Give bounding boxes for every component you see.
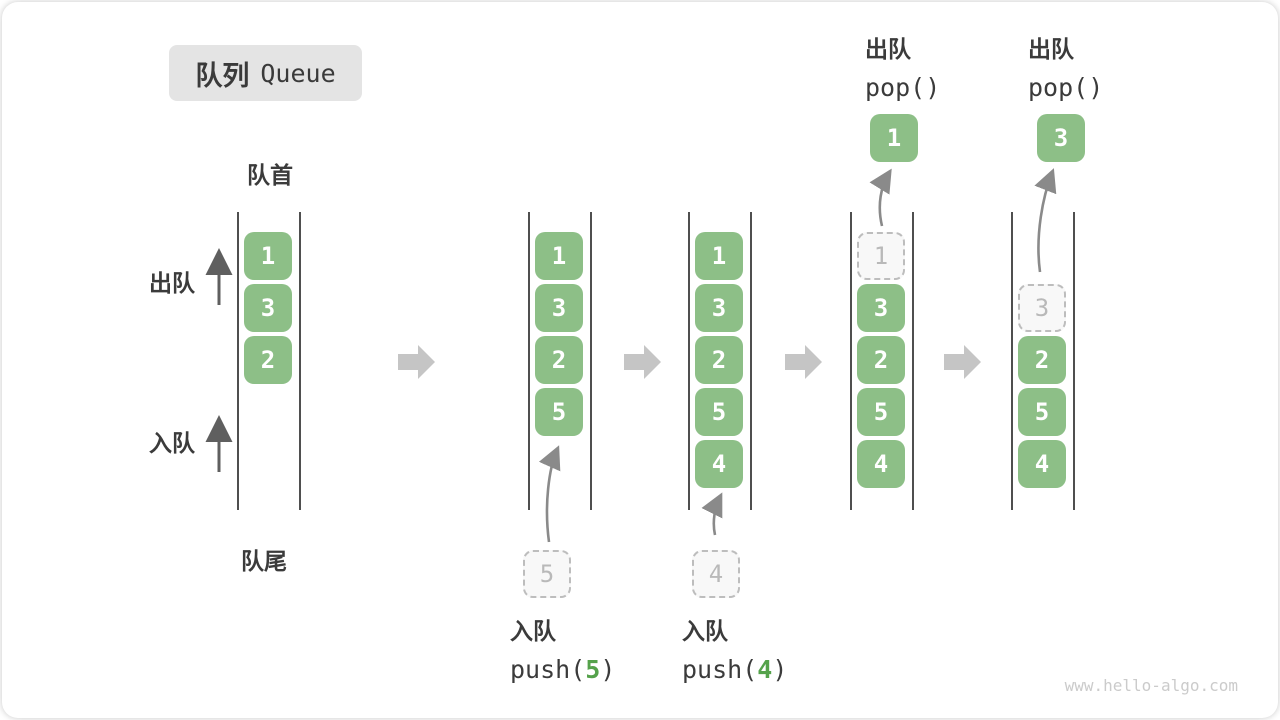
code-fn: push(	[510, 655, 586, 684]
enqueue-code: push(5)	[510, 655, 615, 684]
code-arg: 4	[757, 655, 773, 684]
title-badge: 队列 Queue	[169, 45, 362, 101]
dequeue-code: pop()	[865, 73, 941, 102]
watermark: www.hello-algo.com	[1064, 676, 1238, 695]
queue-wall	[590, 212, 592, 510]
staging-item: 5	[523, 550, 571, 598]
queue-wall	[237, 212, 239, 510]
staging-item: 4	[692, 550, 740, 598]
queue-wall	[750, 212, 752, 510]
queue-item: 5	[695, 388, 743, 436]
queue-item: 2	[1018, 336, 1066, 384]
dequeue-side-label: 出队	[149, 270, 195, 296]
enqueue-code: push(4)	[682, 655, 787, 684]
dequeue-label-zh: 出队	[865, 36, 911, 62]
queue-item: 2	[535, 336, 583, 384]
enqueue-label-zh: 入队	[682, 618, 728, 644]
queue-item: 4	[1018, 440, 1066, 488]
popped-item: 1	[870, 114, 918, 162]
queue-item: 2	[695, 336, 743, 384]
dequeue-operation-label: 出队 pop()	[865, 30, 940, 102]
title-zh: 队列	[195, 60, 250, 91]
queue-wall	[1073, 212, 1075, 510]
removed-item-ghost: 1	[857, 232, 905, 280]
queue-item: 2	[244, 336, 292, 384]
enqueue-label-zh: 入队	[510, 618, 556, 644]
queue-item: 1	[695, 232, 743, 280]
code-fn: push(	[682, 655, 758, 684]
queue-item: 5	[1018, 388, 1066, 436]
code-arg: 5	[585, 655, 601, 684]
queue-wall	[850, 212, 852, 510]
queue-item: 2	[857, 336, 905, 384]
queue-wall	[688, 212, 690, 510]
queue-wall	[299, 212, 301, 510]
queue-item: 5	[535, 388, 583, 436]
queue-wall	[1011, 212, 1013, 510]
queue-rear-label: 队尾	[241, 548, 287, 574]
queue-wall	[528, 212, 530, 510]
queue-wall	[912, 212, 914, 510]
queue-item: 1	[244, 232, 292, 280]
queue-item: 4	[857, 440, 905, 488]
dequeue-label-zh: 出队	[1028, 36, 1074, 62]
queue-item: 3	[695, 284, 743, 332]
queue-item: 5	[857, 388, 905, 436]
queue-item: 3	[244, 284, 292, 332]
code-close: )	[772, 655, 788, 684]
dequeue-code: pop()	[1028, 73, 1104, 102]
dequeue-operation-label: 出队 pop()	[1028, 30, 1103, 102]
popped-item: 3	[1037, 114, 1085, 162]
enqueue-operation-label: 入队 push(5)	[510, 612, 615, 684]
enqueue-operation-label: 入队 push(4)	[682, 612, 787, 684]
removed-item-ghost: 3	[1018, 284, 1066, 332]
queue-front-label: 队首	[247, 162, 293, 188]
title-en: Queue	[260, 58, 336, 88]
enqueue-side-label: 入队	[149, 430, 195, 456]
code-close: )	[600, 655, 616, 684]
queue-item: 4	[695, 440, 743, 488]
queue-item: 3	[857, 284, 905, 332]
queue-item: 3	[535, 284, 583, 332]
queue-item: 1	[535, 232, 583, 280]
